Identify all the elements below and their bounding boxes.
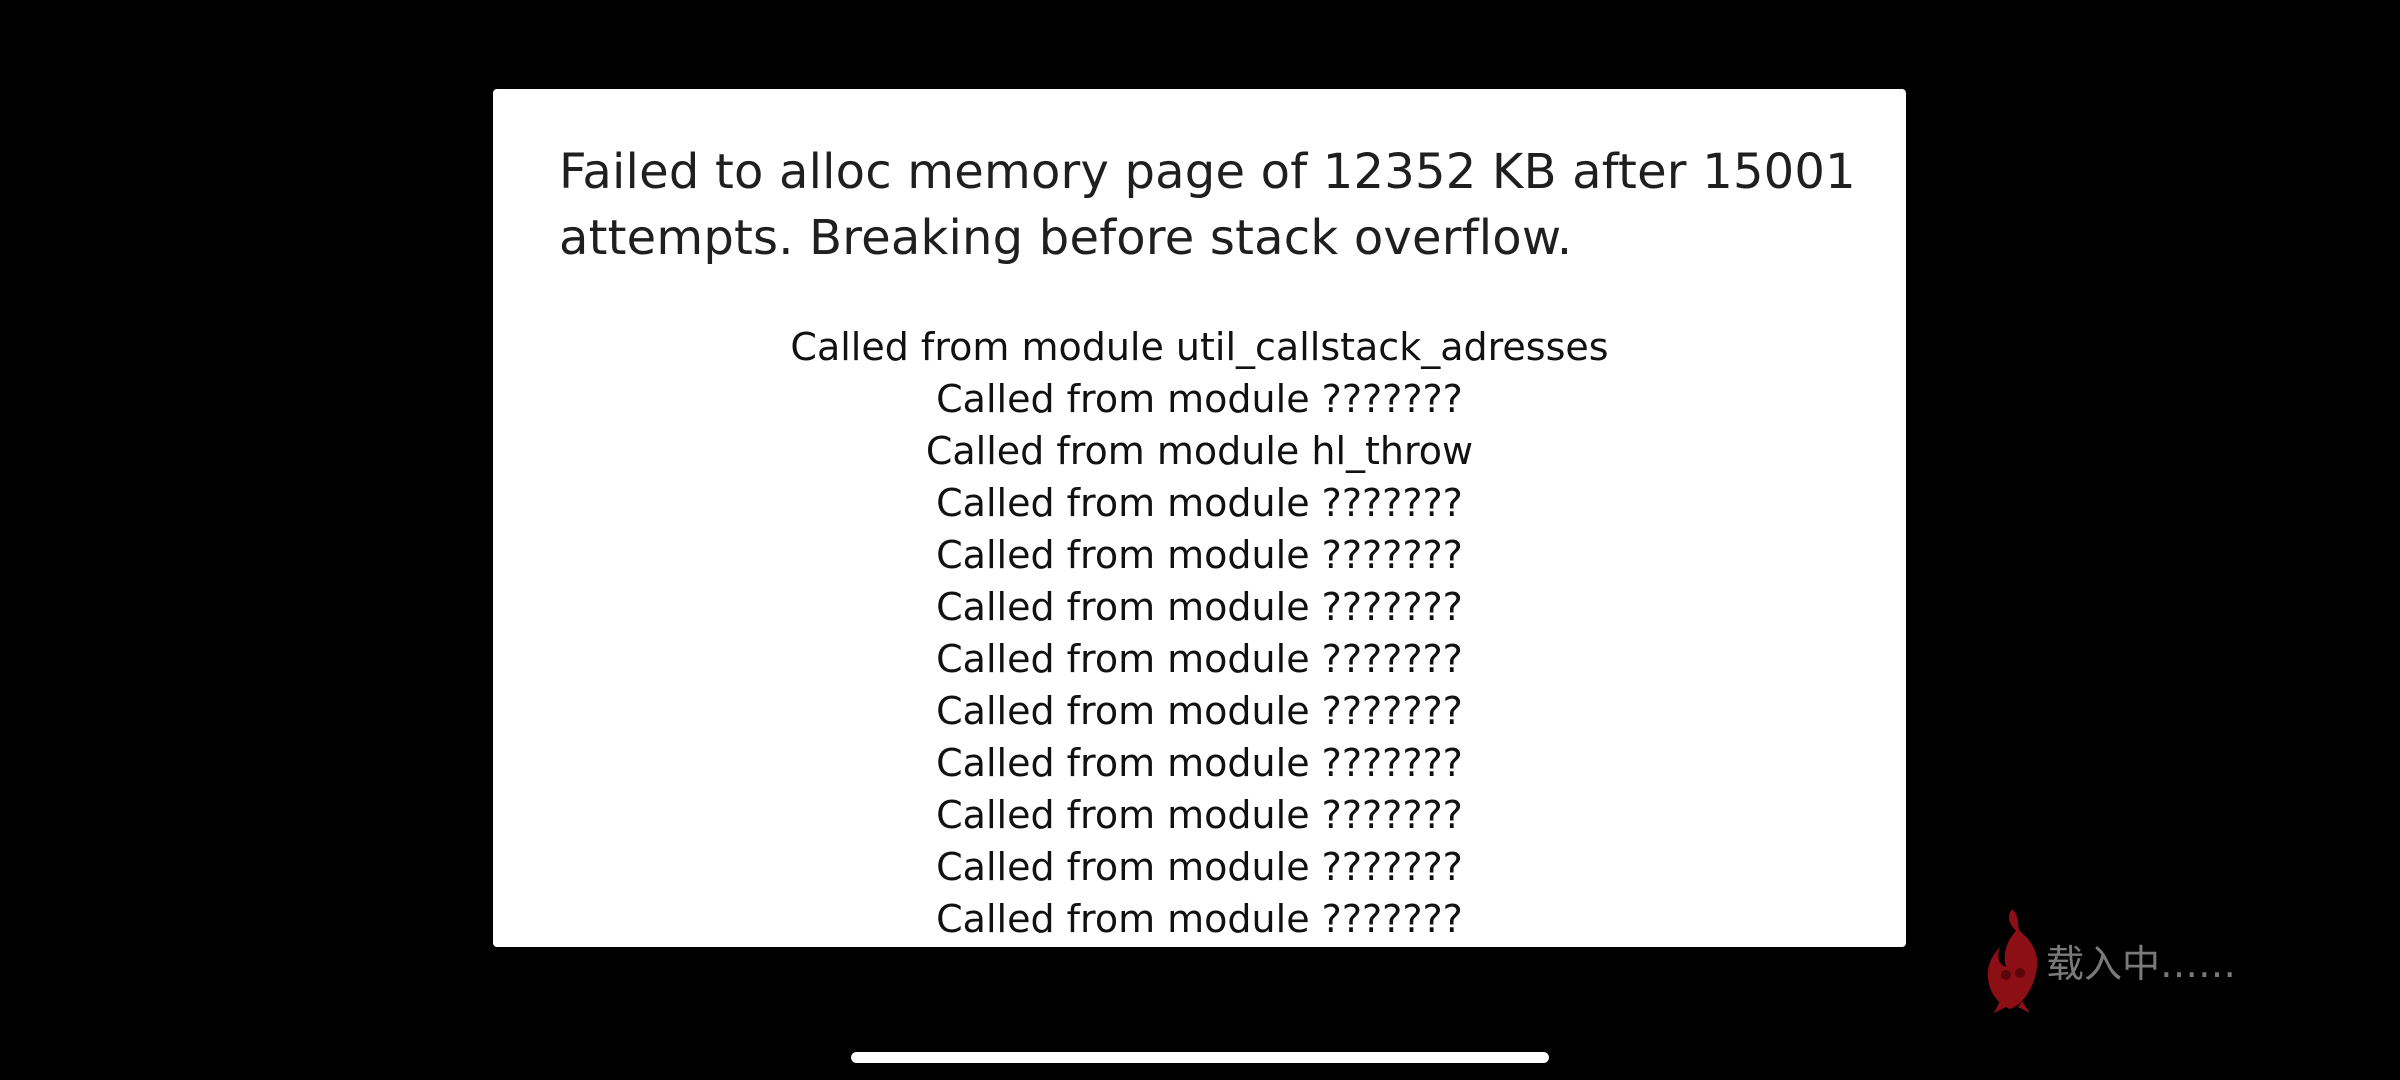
callstack-list: Called from module util_callstack_adress…	[493, 321, 1906, 945]
home-indicator-bar[interactable]	[851, 1052, 1549, 1063]
callstack-line: Called from module ???????	[936, 585, 1463, 629]
loading-text: 载入中……	[2046, 941, 2237, 986]
callstack-line: Called from module ???????	[936, 897, 1463, 941]
error-dialog: Failed to alloc memory page of 12352 KB …	[493, 89, 1906, 947]
callstack-line: Called from module util_callstack_adress…	[790, 325, 1609, 369]
loading-indicator: 载入中……	[1982, 905, 2236, 1015]
callstack-line: Called from module ???????	[936, 689, 1463, 733]
callstack-line: Called from module ???????	[936, 845, 1463, 889]
callstack-line: Called from module ???????	[936, 481, 1463, 525]
callstack-line: Called from module ???????	[936, 637, 1463, 681]
error-message: Failed to alloc memory page of 12352 KB …	[559, 144, 1856, 266]
flame-mascot-icon	[1987, 909, 2038, 1013]
callstack-line: Called from module ???????	[936, 741, 1463, 785]
callstack-line: Called from module ???????	[936, 793, 1463, 837]
callstack-line: Called from module ???????	[936, 533, 1463, 577]
callstack-line: Called from module ???????	[936, 377, 1463, 421]
callstack-line: Called from module hl_throw	[925, 429, 1474, 473]
